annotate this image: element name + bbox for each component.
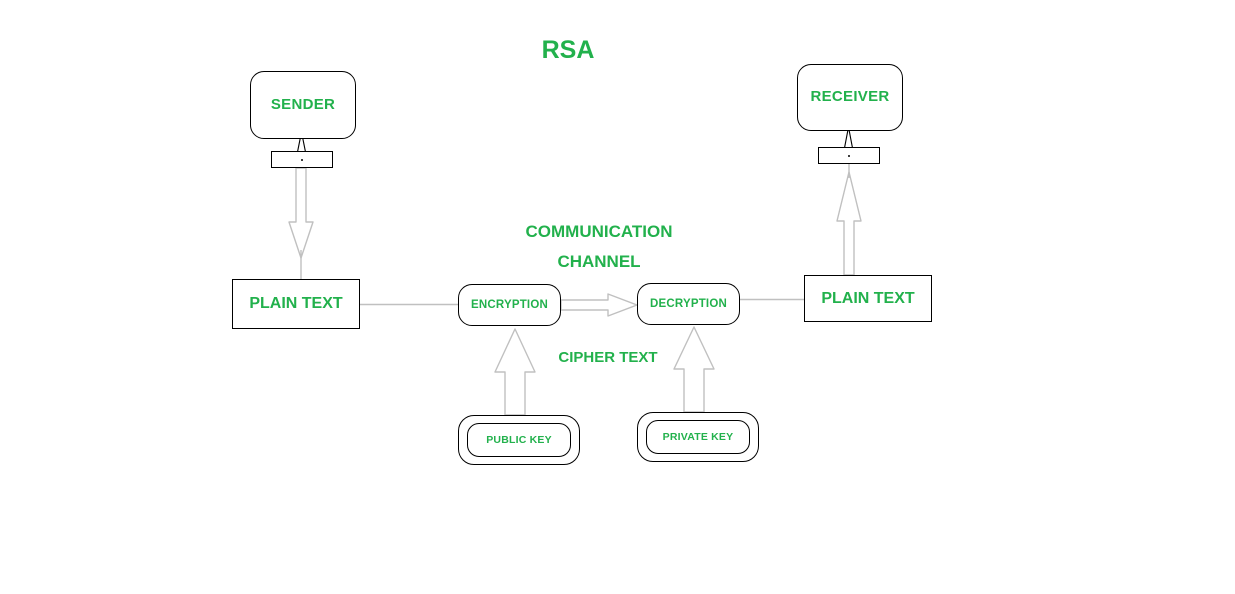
receiver-node[interactable]: RECEIVER [797, 64, 903, 131]
page-title: RSA [541, 36, 595, 64]
sender-node[interactable]: SENDER [250, 71, 356, 139]
private-key-label: PRIVATE KEY [646, 420, 750, 454]
receiver-device-icon [818, 147, 880, 164]
arrow-right-icon-cipher [560, 293, 638, 317]
sender-device-icon [271, 151, 333, 168]
arrow-down-icon-plaintext [288, 167, 314, 279]
communication-channel-line2: CHANNEL [557, 252, 641, 271]
communication-channel-line1: COMMUNICATION [525, 222, 673, 241]
encryption-node[interactable]: ENCRYPTION [458, 284, 561, 326]
cipher-text-label: CIPHER TEXT [558, 349, 658, 366]
arrow-up-icon-publickey [494, 328, 536, 416]
arrow-up-icon-plaintext-right [836, 164, 862, 276]
private-key-node[interactable]: PRIVATE KEY [637, 412, 759, 462]
decryption-node[interactable]: DECRYPTION [637, 283, 740, 325]
device-indicator-dot [848, 154, 850, 157]
plaintext-right-node[interactable]: PLAIN TEXT [804, 275, 932, 322]
communication-channel-label: COMMUNICATION CHANNEL [499, 217, 699, 277]
public-key-label: PUBLIC KEY [467, 423, 571, 457]
plaintext-left-node[interactable]: PLAIN TEXT [232, 279, 360, 329]
public-key-node[interactable]: PUBLIC KEY [458, 415, 580, 465]
device-indicator-dot [301, 158, 303, 161]
arrow-up-icon-privatekey [673, 326, 715, 413]
